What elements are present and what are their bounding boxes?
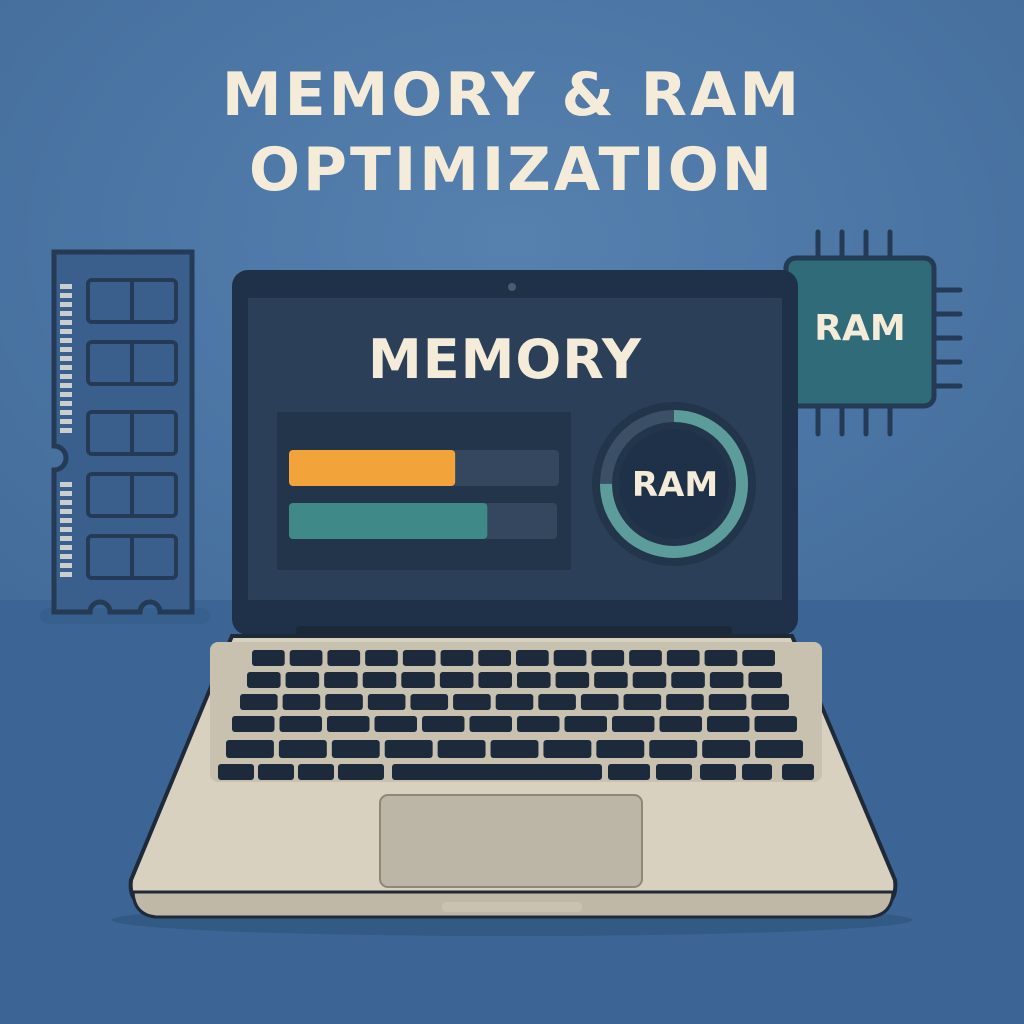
keyboard-key[interactable] [410,694,449,710]
keyboard-key[interactable] [596,740,645,758]
keyboard-key[interactable] [700,764,736,780]
keyboard-key[interactable] [278,740,327,758]
keyboard-key[interactable] [555,672,590,688]
ram-gauge-arc [600,410,748,558]
bars-panel [277,412,571,570]
keyboard-key[interactable] [543,740,592,758]
keyboard-key[interactable] [367,694,406,710]
keyboard-key[interactable] [469,716,513,732]
orange-progress-bar [289,450,456,486]
keyboard-key[interactable] [594,672,628,688]
keyboard-key[interactable] [279,716,323,732]
keyboard-key[interactable] [580,694,619,710]
keyboard-key[interactable] [608,764,650,780]
title-line-1: MEMORY & RAM [221,60,803,130]
keyboard-key[interactable] [240,694,278,710]
keyboard-key[interactable] [289,650,323,666]
keyboard-key[interactable] [495,694,534,710]
keyboard-key[interactable] [782,764,814,780]
keyboard-key[interactable] [755,740,803,758]
keyboard-key[interactable] [282,694,321,710]
keyboard-key[interactable] [591,650,625,666]
keyboard-key[interactable] [327,650,361,666]
keyboard-key[interactable] [742,764,772,780]
ram-chip-icon [783,229,963,437]
keyboard-key[interactable] [247,672,281,688]
keyboard-key[interactable] [453,694,491,710]
keyboard-key[interactable] [751,694,789,710]
keyboard-key[interactable] [252,650,285,666]
keyboard-key[interactable] [439,672,474,688]
keyboard-key[interactable] [708,694,747,710]
keyboard-key[interactable] [218,764,254,780]
keyboard-key[interactable] [402,650,436,666]
keyboard-key[interactable] [298,764,334,780]
keyboard-key[interactable] [516,650,549,666]
keyboard-key[interactable] [666,650,700,666]
keyboard-key[interactable] [702,740,751,758]
keyboard-key[interactable] [666,694,704,710]
gauge-label: RAM [631,465,719,505]
keyboard-key[interactable] [437,740,486,758]
keyboard-key[interactable] [649,740,698,758]
keyboard-key[interactable] [517,672,551,688]
keyboard-key[interactable] [629,650,662,666]
keyboard-key[interactable] [362,672,397,688]
keyboard-key[interactable] [671,672,705,688]
keyboard-key[interactable] [704,650,738,666]
keyboard-key[interactable] [612,716,655,732]
keyboard-key[interactable] [478,672,512,688]
keyboard-key[interactable] [564,716,608,732]
keyboard-key[interactable] [331,740,380,758]
keyboard-key[interactable] [656,764,692,780]
keyboard-key[interactable] [517,716,560,732]
keyboard-key[interactable] [365,650,398,666]
keyboard-key[interactable] [538,694,576,710]
keyboard-key[interactable] [401,672,435,688]
keyboard-key[interactable] [392,764,602,780]
keyboard-key[interactable] [324,672,358,688]
keyboard-key[interactable] [440,650,474,666]
chip-label: RAM [814,308,906,349]
screen-heading: MEMORY [368,328,642,391]
keyboard-key[interactable] [707,716,750,732]
touchpad[interactable] [379,794,643,888]
keyboard-key[interactable] [422,716,465,732]
keyboard-key[interactable] [754,716,798,732]
keyboard-key[interactable] [478,650,511,666]
title-line-2: OPTIMIZATION [248,135,776,205]
webcam-icon [508,283,516,291]
ram-stick-icon [40,249,210,624]
keyboard-key[interactable] [553,650,587,666]
keyboard-key[interactable] [338,764,384,780]
keyboard-key[interactable] [285,672,320,688]
keyboard-key[interactable] [748,672,782,688]
keyboard-key[interactable] [258,764,294,780]
keyboard-key[interactable] [325,694,363,710]
keyboard-key[interactable] [490,740,539,758]
teal-progress-bar [289,503,488,539]
keyboard-key[interactable] [742,650,775,666]
keyboard-key[interactable] [623,694,662,710]
keyboard-key[interactable] [327,716,370,732]
keyboard-key[interactable] [226,740,274,758]
keyboard-key[interactable] [709,672,744,688]
keyboard-key[interactable] [659,716,703,732]
keyboard-key[interactable] [374,716,418,732]
keyboard-key[interactable] [632,672,667,688]
keyboard-key[interactable] [232,716,275,732]
keyboard-key[interactable] [384,740,433,758]
